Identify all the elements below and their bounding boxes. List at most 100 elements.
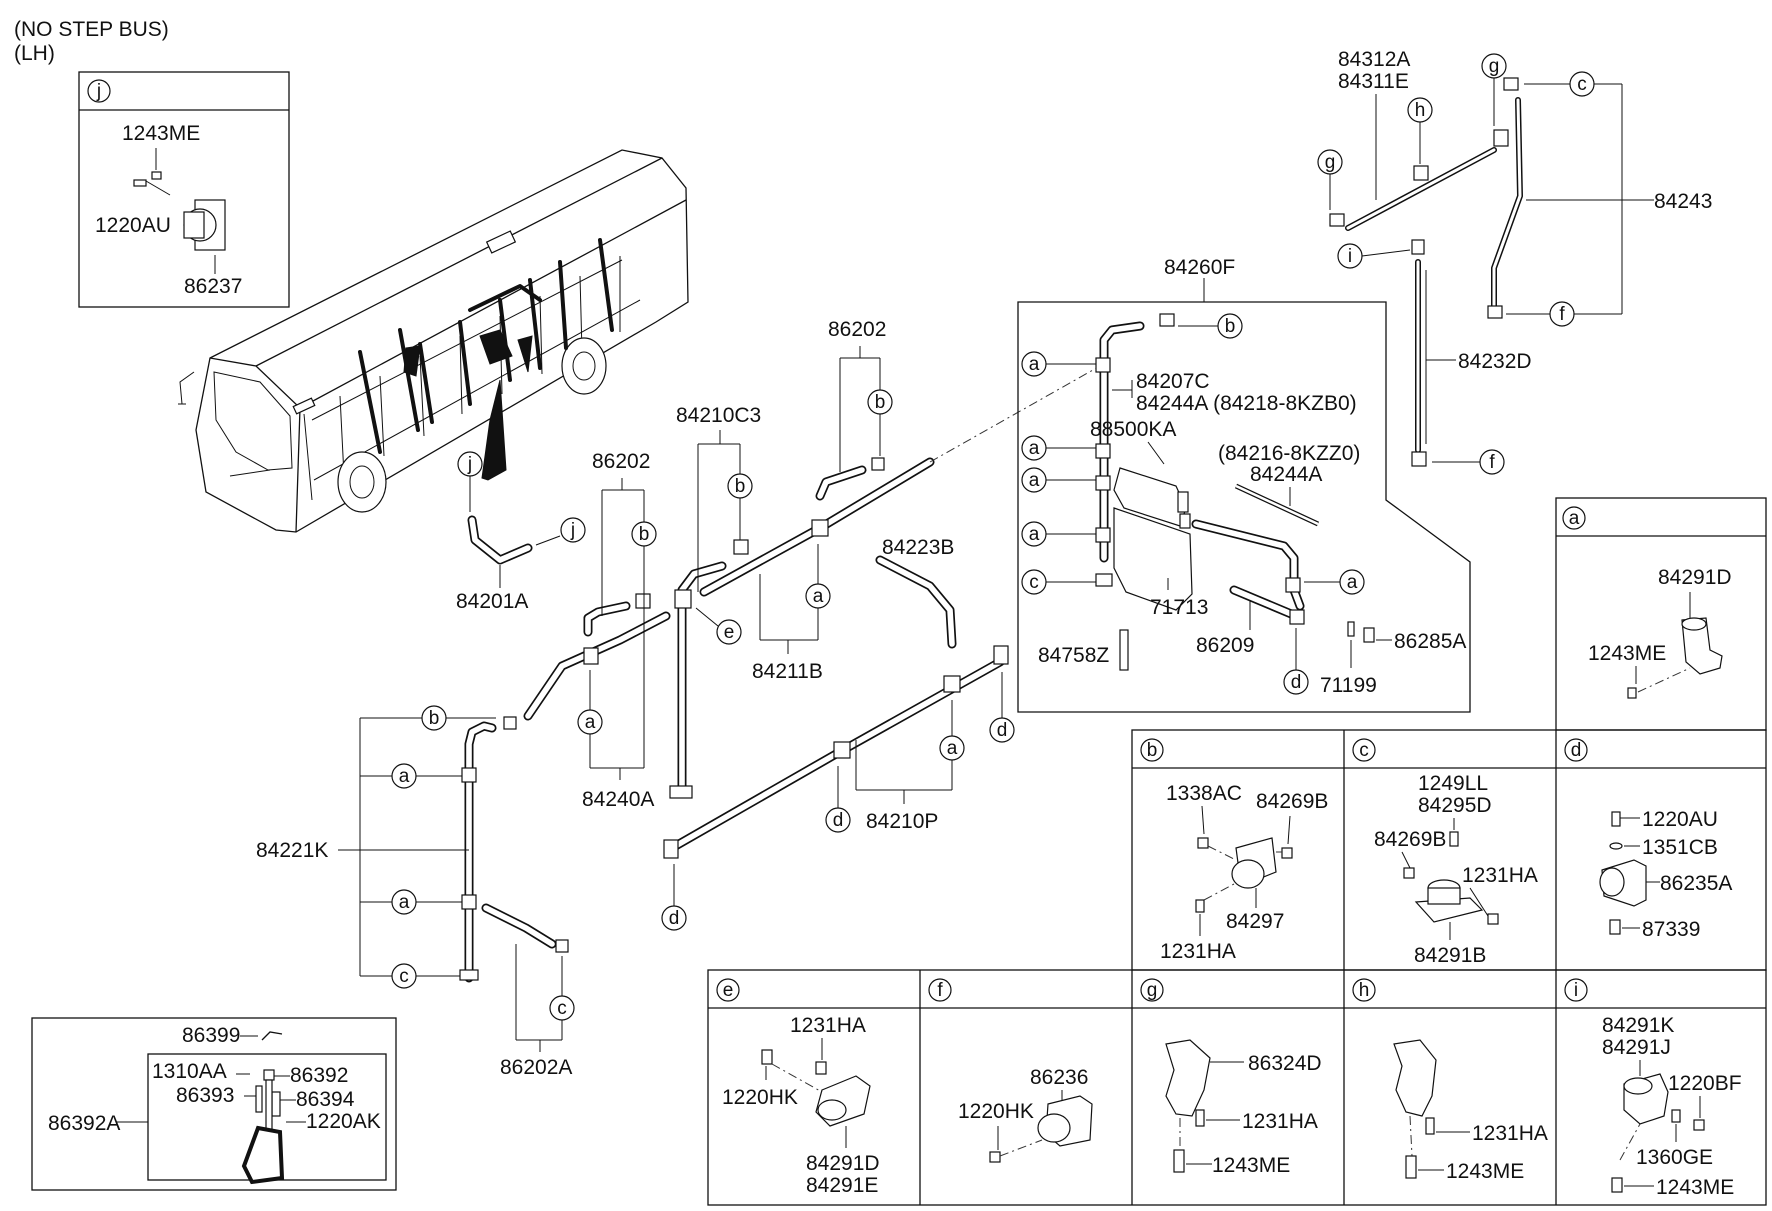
callout-d-letter: d bbox=[1291, 672, 1302, 693]
label-84221K: 84221K bbox=[256, 839, 328, 862]
label-84295D: 84295D bbox=[1418, 794, 1492, 817]
detail-table-a: a 84291D 1243ME bbox=[1562, 506, 1732, 699]
table-i-badge bbox=[1564, 978, 1588, 1002]
table-a-badge bbox=[1562, 506, 1586, 530]
callout-g-letter: g bbox=[1489, 56, 1500, 77]
label-87339: 87339 bbox=[1642, 918, 1700, 941]
callout-f bbox=[1479, 449, 1505, 475]
label-86324D: 86324D bbox=[1248, 1052, 1322, 1075]
label-86392A: 86392A bbox=[48, 1112, 120, 1135]
detail-table-h: h 1231HA 1243ME bbox=[1352, 978, 1548, 1183]
table-f-badge bbox=[928, 978, 952, 1002]
callout-j bbox=[560, 517, 586, 543]
detail-table-i: i 84291K 84291J 1220BF 1360GE 1243ME bbox=[1564, 978, 1742, 1199]
callout-g-letter: g bbox=[1325, 152, 1336, 173]
box-j-badge bbox=[87, 79, 111, 103]
callout-d bbox=[661, 905, 687, 931]
label-84207C: 84207C bbox=[1136, 370, 1210, 393]
callout-j-letter: j bbox=[570, 520, 575, 541]
label-86393: 86393 bbox=[176, 1084, 234, 1107]
label-1360GE: 1360GE bbox=[1636, 1146, 1713, 1169]
label-84291B: 84291B bbox=[1414, 944, 1486, 967]
label-84291K: 84291K bbox=[1602, 1014, 1674, 1037]
label-84210P: 84210P bbox=[866, 810, 938, 833]
label-1243ME-a: 1243ME bbox=[1588, 642, 1666, 665]
callout-d-letter: d bbox=[997, 720, 1008, 741]
callout-d bbox=[1283, 669, 1309, 695]
detail-table-e: e 1231HA 1220HK 84291D 84291E bbox=[716, 978, 880, 1197]
label-84232D: 84232D bbox=[1458, 350, 1532, 373]
label-1243ME-g: 1243ME bbox=[1212, 1154, 1290, 1177]
callout-b bbox=[1217, 313, 1243, 339]
bracket-86237 bbox=[133, 171, 226, 251]
callout-a-letter: a bbox=[1029, 524, 1040, 545]
label-86285A: 86285A bbox=[1394, 630, 1466, 653]
label-86202-upper: 86202 bbox=[828, 318, 886, 341]
callout-a-letter: a bbox=[1029, 470, 1040, 491]
callout-a-letter: a bbox=[585, 712, 596, 733]
assembly-84312A: 84312A 84311E h g g i 84232D f c bbox=[1317, 48, 1712, 475]
callout-d bbox=[825, 807, 851, 833]
table-b-letter: b bbox=[1147, 740, 1158, 761]
label-86202-left: 86202 bbox=[592, 450, 650, 473]
label-86202A: 86202A bbox=[500, 1056, 572, 1079]
callout-c-letter: c bbox=[557, 998, 567, 1019]
callout-j-letter: j bbox=[467, 454, 472, 475]
table-h-letter: h bbox=[1359, 980, 1370, 1001]
callout-d-letter: d bbox=[833, 810, 844, 831]
label-1220AK: 1220AK bbox=[306, 1110, 381, 1133]
callout-b-letter: b bbox=[1225, 316, 1236, 337]
callout-d bbox=[989, 717, 1015, 743]
assembly-84221K: b a a c 84221K c 86202A bbox=[256, 705, 575, 1079]
detail-table-d: d 1220AU 1351CB 86235A 87339 bbox=[1564, 738, 1732, 941]
callout-a bbox=[391, 763, 417, 789]
callout-b-letter: b bbox=[429, 708, 440, 729]
label-84240A: 84240A bbox=[582, 788, 654, 811]
label-1220AU-j: 1220AU bbox=[95, 214, 171, 237]
table-f-letter: f bbox=[937, 980, 943, 1001]
callout-a bbox=[1339, 569, 1365, 595]
callout-a-letter: a bbox=[399, 892, 410, 913]
callout-h-letter: h bbox=[1415, 100, 1426, 121]
label-1351CB: 1351CB bbox=[1642, 836, 1718, 859]
table-e-badge bbox=[716, 978, 740, 1002]
label-1231HA-c: 1231HA bbox=[1462, 864, 1538, 887]
table-d-badge bbox=[1564, 738, 1588, 762]
label-1231HA-h: 1231HA bbox=[1472, 1122, 1548, 1145]
table-d-letter: d bbox=[1571, 740, 1582, 761]
label-84269B-b: 84269B bbox=[1256, 790, 1328, 813]
label-1220HK-f: 1220HK bbox=[958, 1100, 1034, 1123]
label-1249LL: 1249LL bbox=[1418, 772, 1488, 795]
label-1243ME-i: 1243ME bbox=[1656, 1176, 1734, 1199]
header-line2: (LH) bbox=[14, 42, 55, 65]
label-1310AA: 1310AA bbox=[152, 1060, 227, 1083]
assembly-84210P: 84223B a 84210P d d d bbox=[661, 536, 1015, 931]
detail-box-j: j 1243ME 1220AU 86237 bbox=[78, 71, 290, 308]
label-84291D-e: 84291D bbox=[806, 1152, 880, 1175]
label-88500KA: 88500KA bbox=[1090, 418, 1176, 441]
label-84291E-e: 84291E bbox=[806, 1174, 878, 1197]
callout-f-letter: f bbox=[1559, 304, 1565, 325]
label-84291D-a: 84291D bbox=[1658, 566, 1732, 589]
label-1243ME-j: 1243ME bbox=[122, 122, 200, 145]
table-e-letter: e bbox=[723, 980, 734, 1001]
callout-a-letter: a bbox=[947, 738, 958, 759]
label-1243ME-h: 1243ME bbox=[1446, 1160, 1524, 1183]
callout-d-letter: d bbox=[669, 908, 680, 929]
mirror-88500KA bbox=[1113, 467, 1193, 611]
callout-b-letter: b bbox=[735, 476, 746, 497]
label-86237: 86237 bbox=[184, 275, 242, 298]
label-84223B: 84223B bbox=[882, 536, 954, 559]
strap-handle bbox=[241, 1069, 285, 1185]
label-84260F: 84260F bbox=[1164, 256, 1235, 279]
label-84201A: 84201A bbox=[456, 590, 528, 613]
callout-a-letter: a bbox=[813, 586, 824, 607]
callout-e bbox=[716, 619, 742, 645]
label-84291J: 84291J bbox=[1602, 1036, 1671, 1059]
detail-table-f: f 86236 1220HK bbox=[928, 978, 1093, 1163]
callout-c-letter: c bbox=[1577, 74, 1587, 95]
label-84311E: 84311E bbox=[1338, 70, 1409, 93]
label-1220AU-d: 1220AU bbox=[1642, 808, 1718, 831]
label-84210C3: 84210C3 bbox=[676, 404, 761, 427]
callout-j bbox=[457, 451, 483, 477]
